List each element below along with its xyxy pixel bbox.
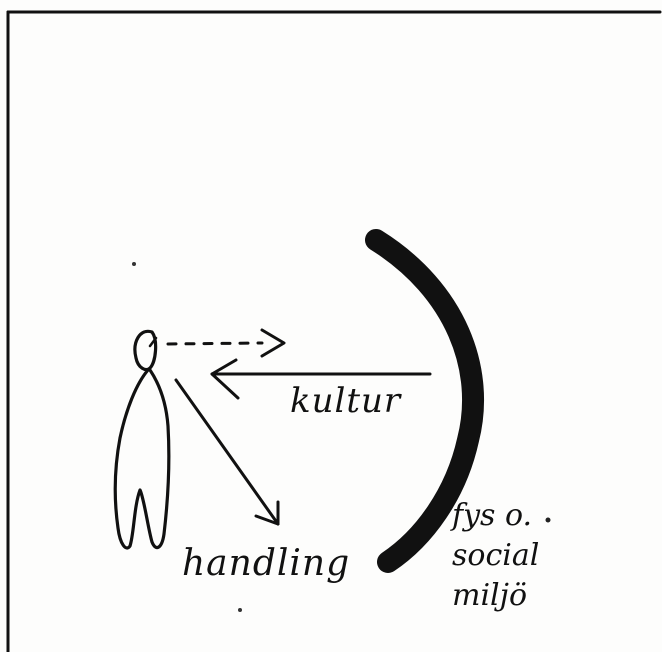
culture-label: kultur xyxy=(290,384,401,418)
human-figure xyxy=(115,331,169,548)
stray-speck-1 xyxy=(132,262,136,266)
culture-arrowhead xyxy=(212,360,238,398)
stray-speck-3 xyxy=(546,518,551,523)
action-arrow-line xyxy=(176,380,278,524)
stray-speck-2 xyxy=(238,608,242,612)
perception-arrowhead xyxy=(262,330,284,356)
action-label: handling xyxy=(182,546,350,582)
perception-dotted-line xyxy=(168,343,262,344)
environment-label: fys o. social miljö xyxy=(452,496,539,616)
